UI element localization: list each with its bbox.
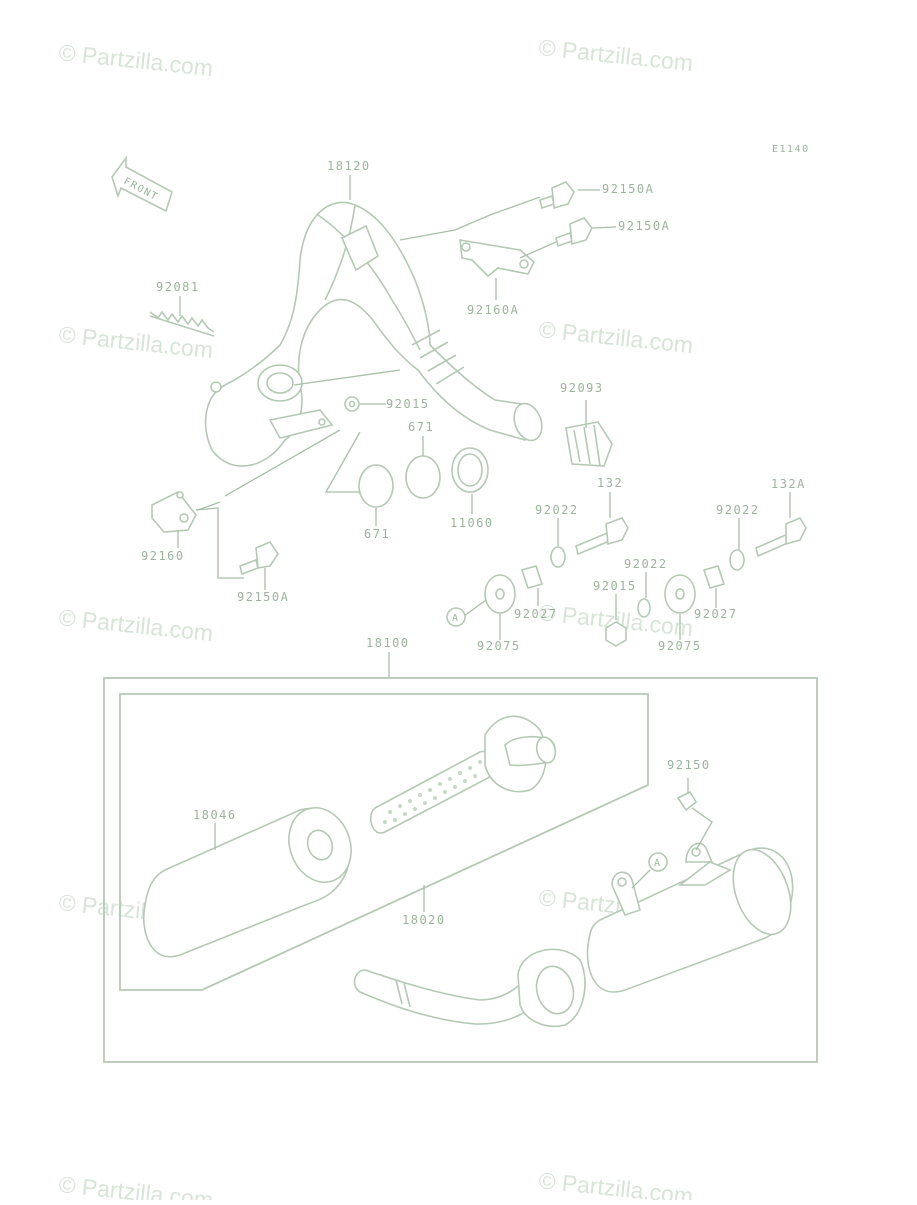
watermark-9: © Partzilla.com xyxy=(57,1171,214,1200)
silencer-subassembly-frame xyxy=(119,693,649,991)
label-92160a: 92160A xyxy=(467,303,519,317)
washer-92022-1 xyxy=(550,546,566,568)
label-92027-2: 92027 xyxy=(694,607,738,621)
bracket-92160a xyxy=(459,239,535,278)
label-92027-1: 92027 xyxy=(514,607,558,621)
head-pipe xyxy=(353,948,586,1027)
bolt-92150 xyxy=(676,778,713,851)
collar-92027-1 xyxy=(520,565,544,589)
label-11060: 11060 xyxy=(450,516,494,530)
watermark-3: © Partzilla.com xyxy=(57,321,214,363)
washer-92022-2 xyxy=(729,549,745,571)
label-671-bottom: 671 xyxy=(364,527,390,541)
label-18100: 18100 xyxy=(366,636,410,650)
label-92075-2: 92075 xyxy=(658,639,702,653)
washer-92015-top xyxy=(344,396,360,412)
damper-92075-2 xyxy=(664,574,696,614)
washer-92022-3 xyxy=(637,598,651,618)
label-92150a-2: 92150A xyxy=(618,219,670,233)
label-92160: 92160 xyxy=(141,549,185,563)
part-labels: 18120 92150A 92150A 92160A 92081 92015 6… xyxy=(141,159,806,927)
silencer-assembly-frame xyxy=(103,677,818,1063)
label-18120: 18120 xyxy=(327,159,371,173)
o-ring-671-top xyxy=(405,455,441,499)
o-ring-671-bottom xyxy=(358,464,394,508)
nut-92015-bottom xyxy=(605,621,627,647)
watermark-1: © Partzilla.com xyxy=(57,39,214,81)
label-92075-1: 92075 xyxy=(477,639,521,653)
label-92015-top: 92015 xyxy=(386,397,430,411)
label-18020: 18020 xyxy=(402,913,446,927)
watermarks: © Partzilla.com © Partzilla.com © Partzi… xyxy=(57,34,694,1205)
muffler-body xyxy=(586,842,794,993)
label-92150a-1: 92150A xyxy=(602,182,654,196)
damper-92075-1 xyxy=(484,574,516,614)
label-92093: 92093 xyxy=(560,381,604,395)
watermark-10: © Partzilla.com xyxy=(537,1167,694,1200)
bracket-92160 xyxy=(151,490,197,533)
label-92015-bottom: 92015 xyxy=(593,579,637,593)
watermark-4: © Partzilla.com xyxy=(537,316,694,358)
collar-92027-2 xyxy=(702,565,726,589)
bolt-132a xyxy=(755,516,807,558)
bolt-132 xyxy=(575,517,629,556)
silencer-shell-18046 xyxy=(143,807,352,958)
label-92022-3: 92022 xyxy=(624,557,668,571)
diagram-code: E1140 xyxy=(772,144,810,155)
callout-a-1 xyxy=(446,607,466,627)
label-132: 132 xyxy=(597,476,623,490)
bolt-92150a-3 xyxy=(239,541,279,576)
label-92150a-3: 92150A xyxy=(237,590,289,604)
label-92150: 92150 xyxy=(667,758,711,772)
label-132a: 132A xyxy=(771,477,806,491)
bolt-92150a-2 xyxy=(555,217,593,248)
damper-92093 xyxy=(565,421,613,467)
front-arrow-icon: FRONT xyxy=(111,155,173,213)
label-92081: 92081 xyxy=(156,280,200,294)
label-92022-2: 92022 xyxy=(716,503,760,517)
callout-a-2 xyxy=(648,852,668,872)
expansion-chamber xyxy=(204,201,543,467)
callout-a-2-label: A xyxy=(654,858,662,869)
label-18046: 18046 xyxy=(193,808,237,822)
leader-lines-upper xyxy=(177,175,791,640)
bolt-92150a-1 xyxy=(539,181,575,210)
gasket-11060 xyxy=(451,447,489,493)
spring-92081 xyxy=(149,310,215,337)
callout-a-1-label: A xyxy=(452,613,460,624)
label-92022-1: 92022 xyxy=(535,503,579,517)
inner-pipe-18020 xyxy=(369,715,557,912)
watermark-2: © Partzilla.com xyxy=(537,34,694,76)
label-671-top: 671 xyxy=(408,420,434,434)
watermark-5: © Partzilla.com xyxy=(57,604,214,646)
